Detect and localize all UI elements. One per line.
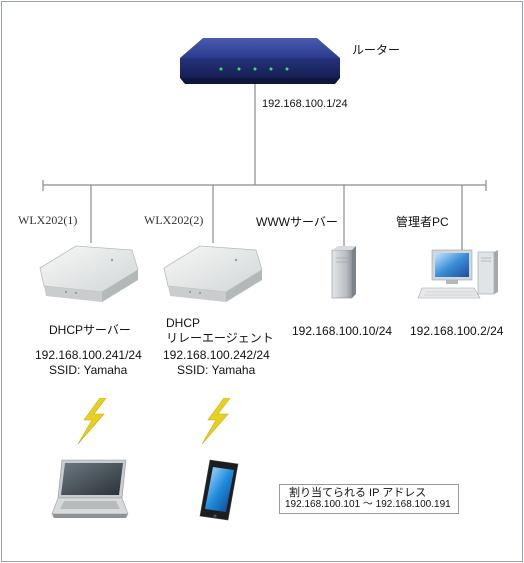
ip-assignment-range: 192.168.100.101 ～ 192.168.100.191 xyxy=(285,499,451,510)
lightning-icon xyxy=(201,398,231,444)
ip-assignment-box xyxy=(279,484,459,514)
wlx2-role-line1: DHCP xyxy=(166,316,201,330)
wlx2-role-line2: リレーエージェント xyxy=(166,331,274,345)
pc-ip: 192.168.100.2/24 xyxy=(410,324,504,338)
wlx1-ip: 192.168.100.241/24 xyxy=(35,348,142,362)
www-name: WWWサーバー xyxy=(256,215,338,229)
laptop-icon xyxy=(51,459,129,518)
router-label: ルーター xyxy=(352,43,401,57)
wlx1-role: DHCPサーバー xyxy=(49,323,131,337)
router-icon xyxy=(180,38,340,84)
router-ip: 192.168.100.1/24 xyxy=(262,98,348,110)
server-icon xyxy=(331,246,356,299)
www-ip: 192.168.100.10/24 xyxy=(292,324,393,338)
pc-name: 管理者PC xyxy=(396,215,449,229)
access-point-icon xyxy=(163,245,263,302)
wlx1-ssid: SSID: Yamaha xyxy=(49,363,128,377)
desktop-pc-icon xyxy=(418,249,498,299)
wlx2-name: WLX202(2) xyxy=(144,213,204,227)
wlx2-ssid: SSID: Yamaha xyxy=(177,363,256,377)
lightning-icon xyxy=(77,398,107,444)
ip-assignment-title: 割り当てられる IP アドレス xyxy=(289,487,427,499)
wlx2-ip: 192.168.100.242/24 xyxy=(163,348,270,362)
wlx1-name: WLX202(1) xyxy=(18,213,78,227)
smartphone-icon xyxy=(199,459,239,521)
access-point-icon xyxy=(39,245,139,302)
